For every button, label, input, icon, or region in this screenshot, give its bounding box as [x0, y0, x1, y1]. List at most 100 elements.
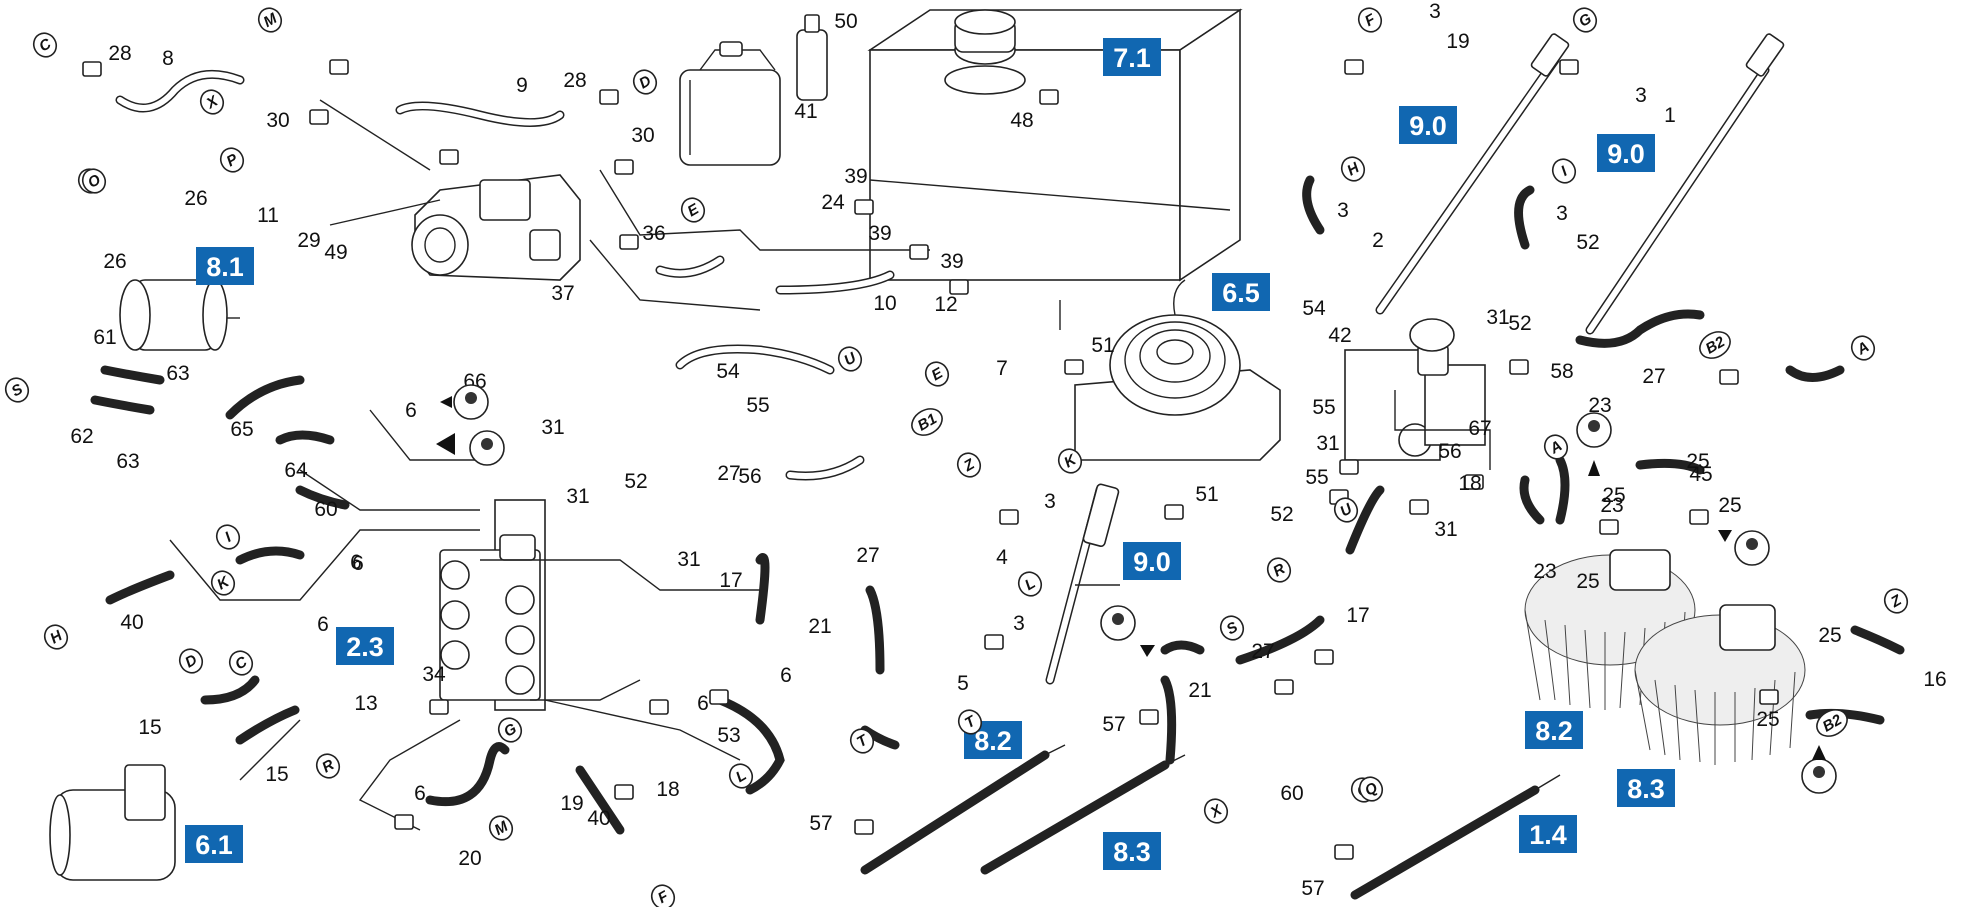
part-number-label: 6	[780, 664, 792, 687]
part-number-label: 23	[1588, 394, 1611, 417]
connector-tag: K	[210, 570, 236, 596]
section-box-2-3[interactable]: 2.3	[336, 627, 394, 665]
part-number-label: 6	[350, 551, 362, 574]
connector-tag-oval	[1357, 7, 1383, 33]
connector-tag-oval	[680, 197, 706, 223]
connector-tag: L	[1017, 571, 1043, 597]
part-number-label: 57	[1102, 713, 1125, 736]
part-number-label: 31	[1434, 518, 1457, 541]
part-number-label: 5	[957, 672, 969, 695]
part-number-label: 19	[1446, 30, 1469, 53]
part-number-label: 3	[1044, 490, 1056, 513]
connector-tag: X	[1203, 798, 1229, 824]
connector-tag: K	[1057, 448, 1083, 474]
seal-icon	[436, 430, 505, 466]
section-box-label: 6.1	[195, 830, 233, 860]
part-number-label: 31	[1486, 306, 1509, 329]
part-number-label: 27	[1642, 365, 1665, 388]
part-number-label: 3	[1013, 612, 1025, 635]
section-box-8-1[interactable]: 8.1	[196, 247, 254, 285]
part-number-label: 25	[1576, 570, 1599, 593]
oil-canister	[679, 41, 781, 166]
part-number-label: 18	[656, 778, 679, 801]
part-number-label: 25	[1718, 494, 1741, 517]
connector-tag: C	[228, 650, 254, 676]
part-number-label: 51	[1091, 334, 1114, 357]
part-number-label: 49	[324, 241, 347, 264]
connector-tag-oval	[81, 168, 107, 194]
connector-tag: H	[1340, 156, 1366, 182]
section-box-8-3-b[interactable]: 8.3	[1617, 769, 1675, 807]
connector-tag-oval	[488, 815, 514, 841]
section-box-9-0-c[interactable]: 9.0	[1123, 542, 1181, 580]
part-number-label: 30	[631, 124, 654, 147]
connector-tag-oval	[1333, 497, 1359, 523]
section-box-8-2-a[interactable]: 8.2	[964, 721, 1022, 759]
section-box-label: 2.3	[346, 632, 384, 662]
part-number-label: 34	[422, 663, 446, 686]
connector-tag: R	[1266, 557, 1292, 583]
hose-lines	[90, 69, 1905, 835]
part-number-label: 27	[717, 462, 740, 485]
part-number-label: 60	[1280, 782, 1303, 805]
part-number-label: 12	[934, 293, 957, 316]
section-box-8-3-a[interactable]: 8.3	[1103, 832, 1161, 870]
part-number-label: 40	[120, 611, 143, 634]
connector-tag: F	[650, 884, 676, 910]
connector-tag-oval	[228, 650, 254, 676]
connector-tag: F	[1357, 7, 1383, 33]
section-box-6-5[interactable]: 6.5	[1212, 273, 1270, 311]
section-box-6-1[interactable]: 6.1	[185, 825, 243, 863]
section-box-label: 1.4	[1529, 820, 1567, 850]
connector-tag: B1	[911, 408, 943, 436]
section-box-9-0-b[interactable]: 9.0	[1597, 134, 1655, 172]
part-number-label: 8	[162, 47, 174, 70]
part-number-label: 55	[746, 394, 769, 417]
section-box-8-2-b[interactable]: 8.2	[1525, 711, 1583, 749]
connector-tag-oval	[849, 728, 875, 754]
leader-lines	[169, 99, 1491, 831]
connector-tag-oval	[1543, 434, 1569, 460]
part-number-label: 45	[1689, 463, 1712, 486]
part-number-label: 25	[1756, 708, 1779, 731]
part-number-label: 25	[1818, 624, 1841, 647]
connector-tag-oval	[497, 717, 523, 743]
part-number-label: 39	[940, 250, 963, 273]
connector-tag: B2	[1816, 709, 1848, 737]
part-number-label: 23	[1533, 560, 1556, 583]
section-box-label: 8.2	[1535, 716, 1573, 746]
oil-bottle	[796, 14, 828, 101]
fittings	[82, 59, 1779, 860]
connector-tag: I	[215, 524, 241, 550]
part-number-label: 64	[284, 459, 308, 482]
part-number-label: 39	[844, 165, 867, 188]
connector-tag-oval	[210, 570, 236, 596]
connector-tag-oval	[1572, 7, 1598, 33]
part-number-label: 37	[551, 282, 574, 305]
section-box-1-4[interactable]: 1.4	[1519, 815, 1577, 853]
section-box-9-0-a[interactable]: 9.0	[1399, 106, 1457, 144]
connector-tag-oval	[43, 624, 69, 650]
connector-tag-oval	[911, 408, 943, 436]
part-number-label: 29	[297, 229, 320, 252]
connector-tag-oval	[1816, 709, 1848, 737]
part-number-label: 3	[1556, 202, 1568, 225]
section-box-7-1[interactable]: 7.1	[1103, 38, 1161, 76]
seal-icon	[1100, 605, 1155, 657]
part-number-label: 27	[856, 544, 879, 567]
connector-tag: M	[257, 7, 283, 33]
part-number-label: 65	[230, 418, 253, 441]
part-number-label: 17	[1346, 604, 1369, 627]
connector-tag: P	[219, 147, 245, 173]
part-number-label: 16	[1923, 668, 1946, 691]
connector-tag: B2	[1699, 331, 1731, 359]
connector-tag-oval	[1057, 448, 1083, 474]
part-number-label: 21	[1188, 679, 1211, 702]
connector-tag: I	[1551, 158, 1577, 184]
roller-1-4	[1350, 774, 1561, 900]
part-number-label: 56	[1438, 440, 1461, 463]
connector-tag: D	[178, 648, 204, 674]
part-number-label: 31	[566, 485, 589, 508]
connector-tag: M	[488, 815, 514, 841]
oil-tank	[867, 8, 1243, 282]
